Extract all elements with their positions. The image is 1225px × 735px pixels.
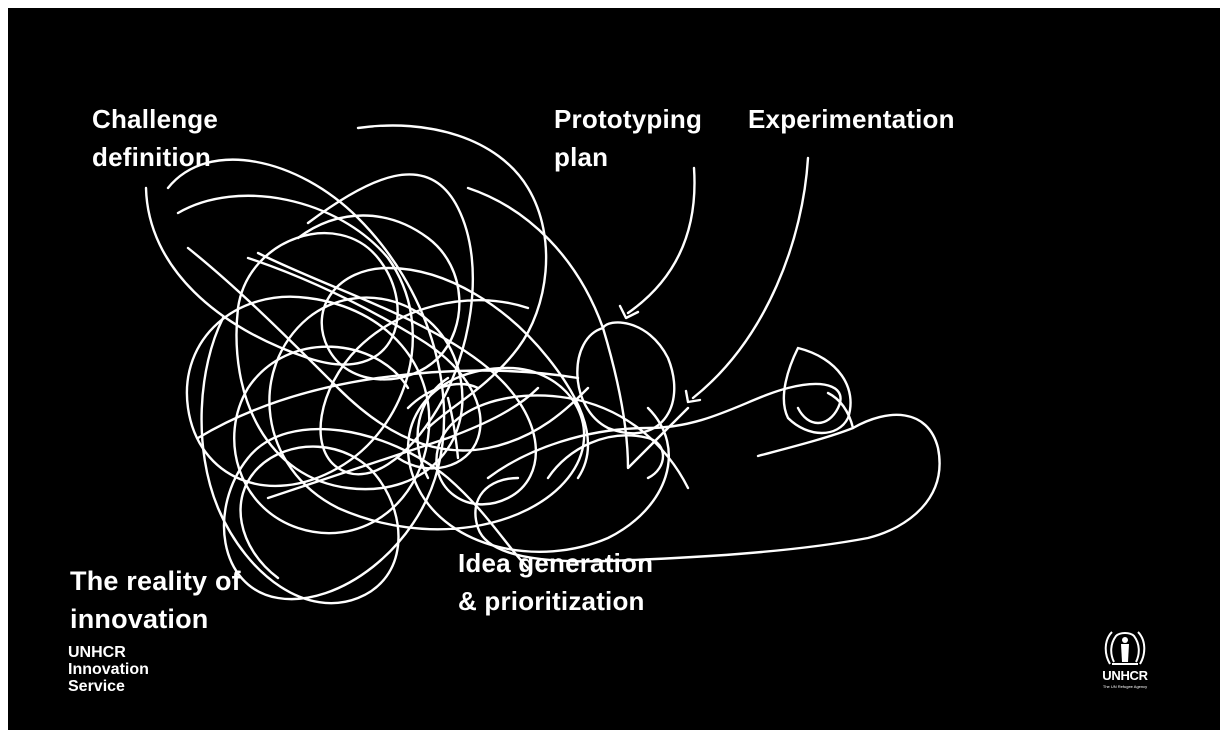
scribble-line [176, 194, 431, 535]
label-challenge-definition: Challenge definition [92, 104, 219, 172]
arrow-icon [446, 396, 460, 460]
unhcr-emblem-icon [1104, 631, 1146, 665]
label-idea-generation: Idea generation & prioritization [458, 548, 654, 616]
scribble-line [246, 256, 482, 470]
scribble-line [416, 376, 450, 480]
label-reality-of-innovation: The reality of innovation [70, 566, 241, 634]
scribble-line [486, 382, 842, 480]
arrow-icon [684, 389, 702, 404]
arrow-icon [618, 304, 640, 320]
label-experimentation: Experimentation [748, 104, 955, 134]
scribble-line [296, 214, 590, 480]
arrow-icon [626, 166, 696, 315]
org-name: UNHCR Innovation Service [68, 644, 149, 695]
scribble-line [356, 124, 548, 430]
scribble-line [196, 369, 580, 440]
scribble-diagram [144, 124, 941, 605]
scribble-line [200, 316, 400, 605]
logo-wordmark: UNHCR [1102, 668, 1148, 683]
logo-tagline: The UN Refugee Agency [1102, 684, 1148, 689]
scribble-line [256, 251, 690, 506]
unhcr-logo: UNHCR The UN Refugee Agency [1098, 624, 1152, 696]
slide: Challenge definition Prototyping plan Ex… [8, 8, 1220, 730]
scribble-line [756, 391, 855, 458]
arrow-icon [691, 156, 810, 400]
scribble-line [406, 382, 480, 410]
scribble-line [266, 386, 540, 500]
scribble-line [466, 186, 690, 470]
scribble-line [144, 186, 671, 553]
scribble-line [782, 346, 852, 435]
scribble-line [546, 434, 665, 480]
scribble-line [166, 158, 530, 601]
scribble-line [186, 246, 590, 452]
scribble-line [474, 413, 941, 563]
label-prototyping-plan: Prototyping plan [554, 104, 703, 172]
